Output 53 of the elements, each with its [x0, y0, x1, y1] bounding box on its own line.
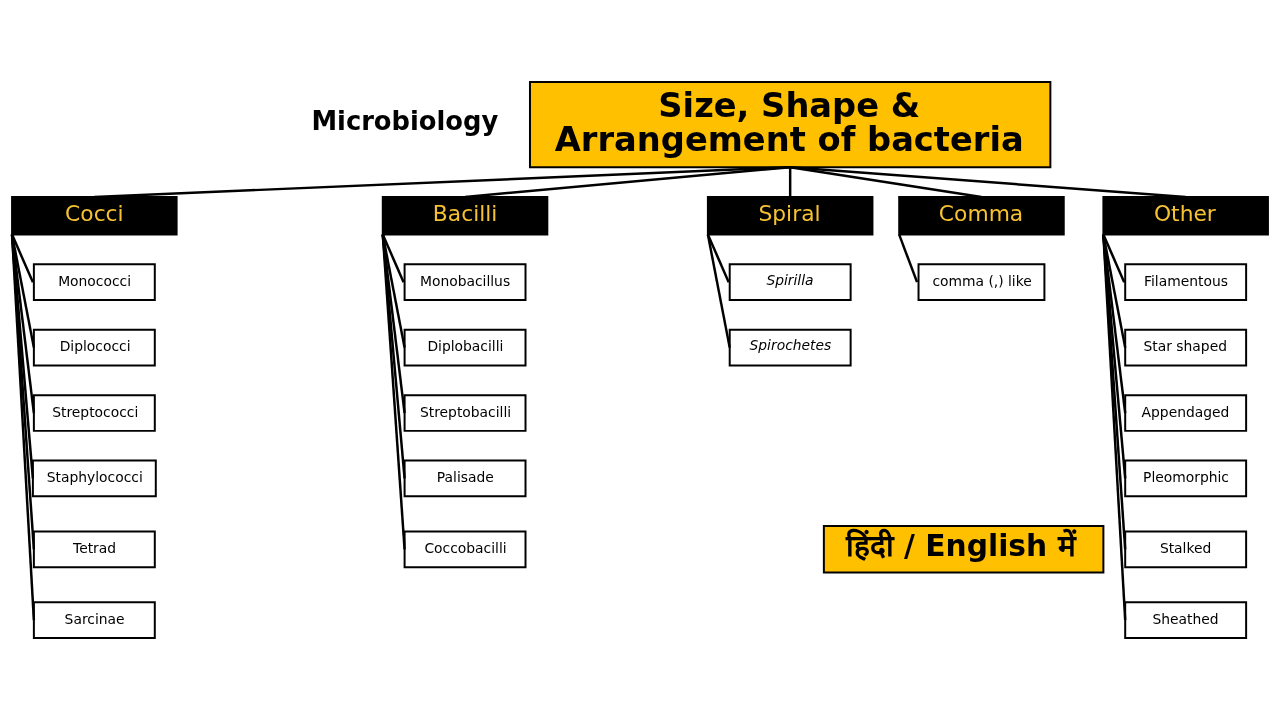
- node-box: Sheathed: [1124, 601, 1248, 640]
- node-box: Streptobacilli: [403, 394, 527, 432]
- connector: [790, 165, 1186, 199]
- node-box: Sarcinae: [32, 601, 156, 640]
- connector: [10, 234, 35, 479]
- node-box: Streptococci: [32, 394, 156, 432]
- connector: [1102, 234, 1127, 479]
- connector: [898, 234, 919, 283]
- connector: [1102, 234, 1127, 621]
- node-box: Monobacillus: [403, 263, 527, 301]
- node-box: Comma: [898, 195, 1065, 236]
- connector: [789, 166, 982, 199]
- node-box: Monococci: [32, 263, 156, 301]
- node-box: Size, Shape & Arrangement of bacteria: [529, 80, 1052, 169]
- node-box: Coccobacilli: [403, 530, 527, 569]
- connector: [10, 234, 36, 348]
- connector: [1102, 234, 1127, 550]
- connector: [10, 234, 34, 283]
- node-box: Filamentous: [1124, 263, 1248, 301]
- node-box: Tetrad: [32, 530, 156, 569]
- node-box: Spiral: [706, 195, 874, 236]
- connector: [10, 234, 36, 550]
- node-box: Staphylococci: [31, 459, 157, 498]
- connector: [464, 165, 791, 199]
- label: Microbiology: [311, 105, 499, 136]
- node-box: Stalked: [1124, 530, 1248, 569]
- node-box: Cocci: [11, 195, 178, 236]
- node-box: Star shaped: [1124, 328, 1248, 367]
- node-box: Appendaged: [1124, 394, 1248, 432]
- node-box: Diplobacilli: [403, 328, 527, 367]
- node-box: comma (,) like: [917, 263, 1046, 301]
- node-box: Pleomorphic: [1124, 459, 1248, 498]
- connector: [381, 234, 406, 550]
- connector: [788, 167, 792, 197]
- node-box: Diplococci: [32, 328, 156, 367]
- connector: [706, 234, 731, 348]
- connector: [706, 234, 730, 283]
- node-box: Spirilla: [728, 263, 852, 301]
- connector: [10, 234, 36, 414]
- node-box: Palisade: [403, 459, 527, 498]
- node-box: Spirochetes: [728, 328, 852, 367]
- connector: [94, 165, 791, 199]
- connector: [381, 234, 406, 414]
- connector: [381, 234, 406, 348]
- connector: [1102, 234, 1127, 414]
- connector: [1102, 234, 1127, 348]
- connector: [1102, 234, 1126, 283]
- node-box: हिंदी / English में: [822, 525, 1105, 574]
- node-box: Bacilli: [381, 195, 549, 236]
- connector: [381, 234, 406, 479]
- connector: [381, 234, 405, 283]
- node-box: Other: [1102, 195, 1269, 236]
- connector: [10, 234, 36, 621]
